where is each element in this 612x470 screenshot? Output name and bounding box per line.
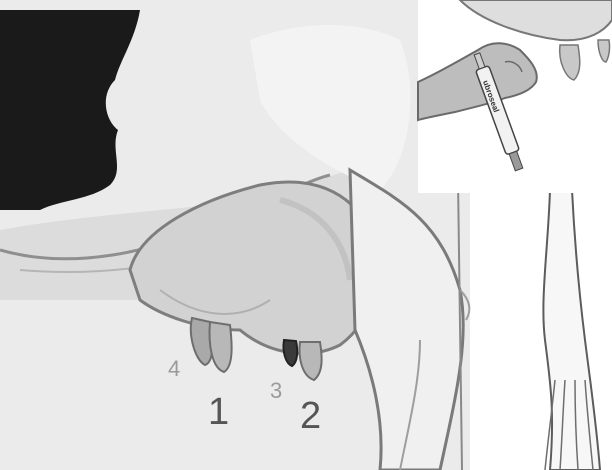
quarter-label-2: 2: [300, 395, 321, 437]
quarter-label-1: 1: [208, 391, 229, 433]
inset-panel: ubroseal: [418, 0, 612, 193]
quarter-label-3: 3: [270, 378, 282, 403]
quarter-label-4: 4: [168, 356, 180, 381]
